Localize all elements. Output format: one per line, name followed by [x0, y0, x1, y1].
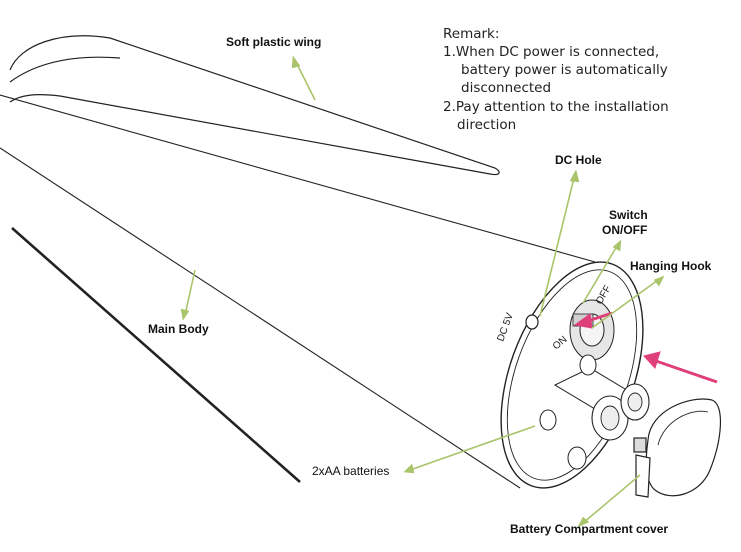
soft-plastic-wing — [9, 35, 500, 176]
remark-line-2: battery power is automatically — [461, 62, 668, 78]
label-battery-cover: Battery Compartment cover — [510, 522, 668, 536]
remark-line-1: 1.When DC power is connected, — [443, 44, 659, 60]
label-soft-plastic-wing: Soft plastic wing — [226, 35, 321, 49]
label-batteries: 2xAA batteries — [312, 464, 389, 478]
remark-line-5: direction — [457, 117, 516, 133]
remark-title: Remark: — [443, 26, 499, 42]
remark-line-3: disconnected — [461, 80, 551, 96]
label-main-body: Main Body — [148, 322, 209, 336]
hook-assembly — [569, 299, 615, 361]
insertion-arrows — [573, 311, 718, 384]
pointer-lines — [180, 55, 665, 528]
end-cap — [500, 261, 650, 489]
dc-5v-marking: DC 5V — [495, 311, 516, 343]
label-switch-line1: Switch — [609, 208, 648, 222]
remark-block: Remark: 1.When DC power is connected, ba… — [443, 26, 669, 133]
label-hanging-hook: Hanging Hook — [630, 259, 712, 273]
battery-compartment-cover — [633, 398, 721, 498]
main-body-cylinder — [0, 94, 596, 489]
battery-holder — [539, 354, 650, 470]
label-switch-line2: ON/OFF — [602, 223, 647, 237]
label-dc-hole: DC Hole — [555, 153, 602, 167]
dc-hole — [525, 314, 539, 330]
remark-line-4: 2.Pay attention to the installation — [443, 99, 669, 115]
